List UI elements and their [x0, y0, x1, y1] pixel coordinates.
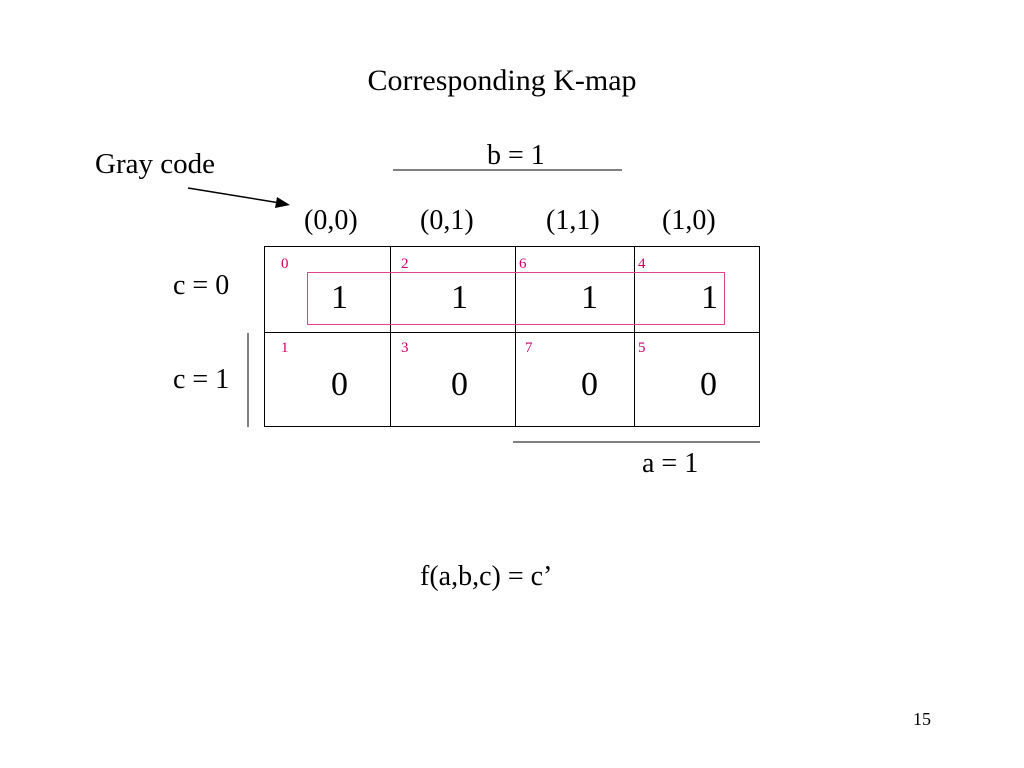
- cell-value: 1: [331, 279, 348, 316]
- row-header-c0: c = 0: [173, 270, 230, 301]
- kmap-cell-0: 0 1: [265, 247, 390, 332]
- column-header-10: (1,0): [662, 205, 716, 236]
- cell-index: 2: [401, 256, 409, 272]
- row-header-c1: c = 1: [173, 364, 230, 395]
- cell-value: 0: [581, 366, 598, 403]
- page-number: 15: [913, 709, 931, 729]
- column-header-11: (1,1): [546, 205, 600, 236]
- kmap-grid: 0 1 2 1 6 1 4 1 1 0 3 0 7 0 5 0: [264, 246, 760, 427]
- cell-value: 0: [331, 366, 348, 403]
- cell-index: 4: [638, 256, 646, 272]
- kmap-cell-6: 6 1: [515, 247, 634, 332]
- cell-index: 7: [525, 340, 533, 356]
- cell-value: 1: [701, 279, 718, 316]
- simplified-formula: f(a,b,c) = c’: [420, 561, 553, 592]
- gray-code-label: Gray code: [95, 148, 215, 180]
- b-equals-1-label: b = 1: [487, 140, 545, 171]
- arrow-head-icon: [275, 197, 290, 208]
- cell-index: 5: [638, 340, 646, 356]
- grid-divider: [515, 247, 516, 426]
- grid-divider: [390, 247, 391, 426]
- kmap-cell-2: 2 1: [390, 247, 515, 332]
- kmap-cell-5: 5 0: [634, 332, 759, 426]
- cell-index: 1: [281, 340, 289, 356]
- a-equals-1-label: a = 1: [642, 448, 699, 479]
- kmap-cell-1: 1 0: [265, 332, 390, 426]
- cell-value: 0: [451, 366, 468, 403]
- kmap-cell-7: 7 0: [515, 332, 634, 426]
- cell-value: 0: [700, 366, 717, 403]
- slide-title: Corresponding K-map: [367, 64, 637, 97]
- kmap-cell-4: 4 1: [634, 247, 759, 332]
- cell-index: 6: [519, 256, 527, 272]
- grid-divider: [265, 332, 759, 333]
- cell-value: 1: [581, 279, 598, 316]
- gray-code-arrow: [187, 187, 281, 204]
- column-header-00: (0,0): [304, 205, 358, 236]
- column-header-01: (0,1): [420, 205, 474, 236]
- kmap-cell-3: 3 0: [390, 332, 515, 426]
- cell-index: 0: [281, 256, 289, 272]
- cell-index: 3: [401, 340, 409, 356]
- kmap-grouping-rectangle: [307, 272, 725, 325]
- cell-value: 1: [451, 279, 468, 316]
- grid-divider: [634, 247, 635, 426]
